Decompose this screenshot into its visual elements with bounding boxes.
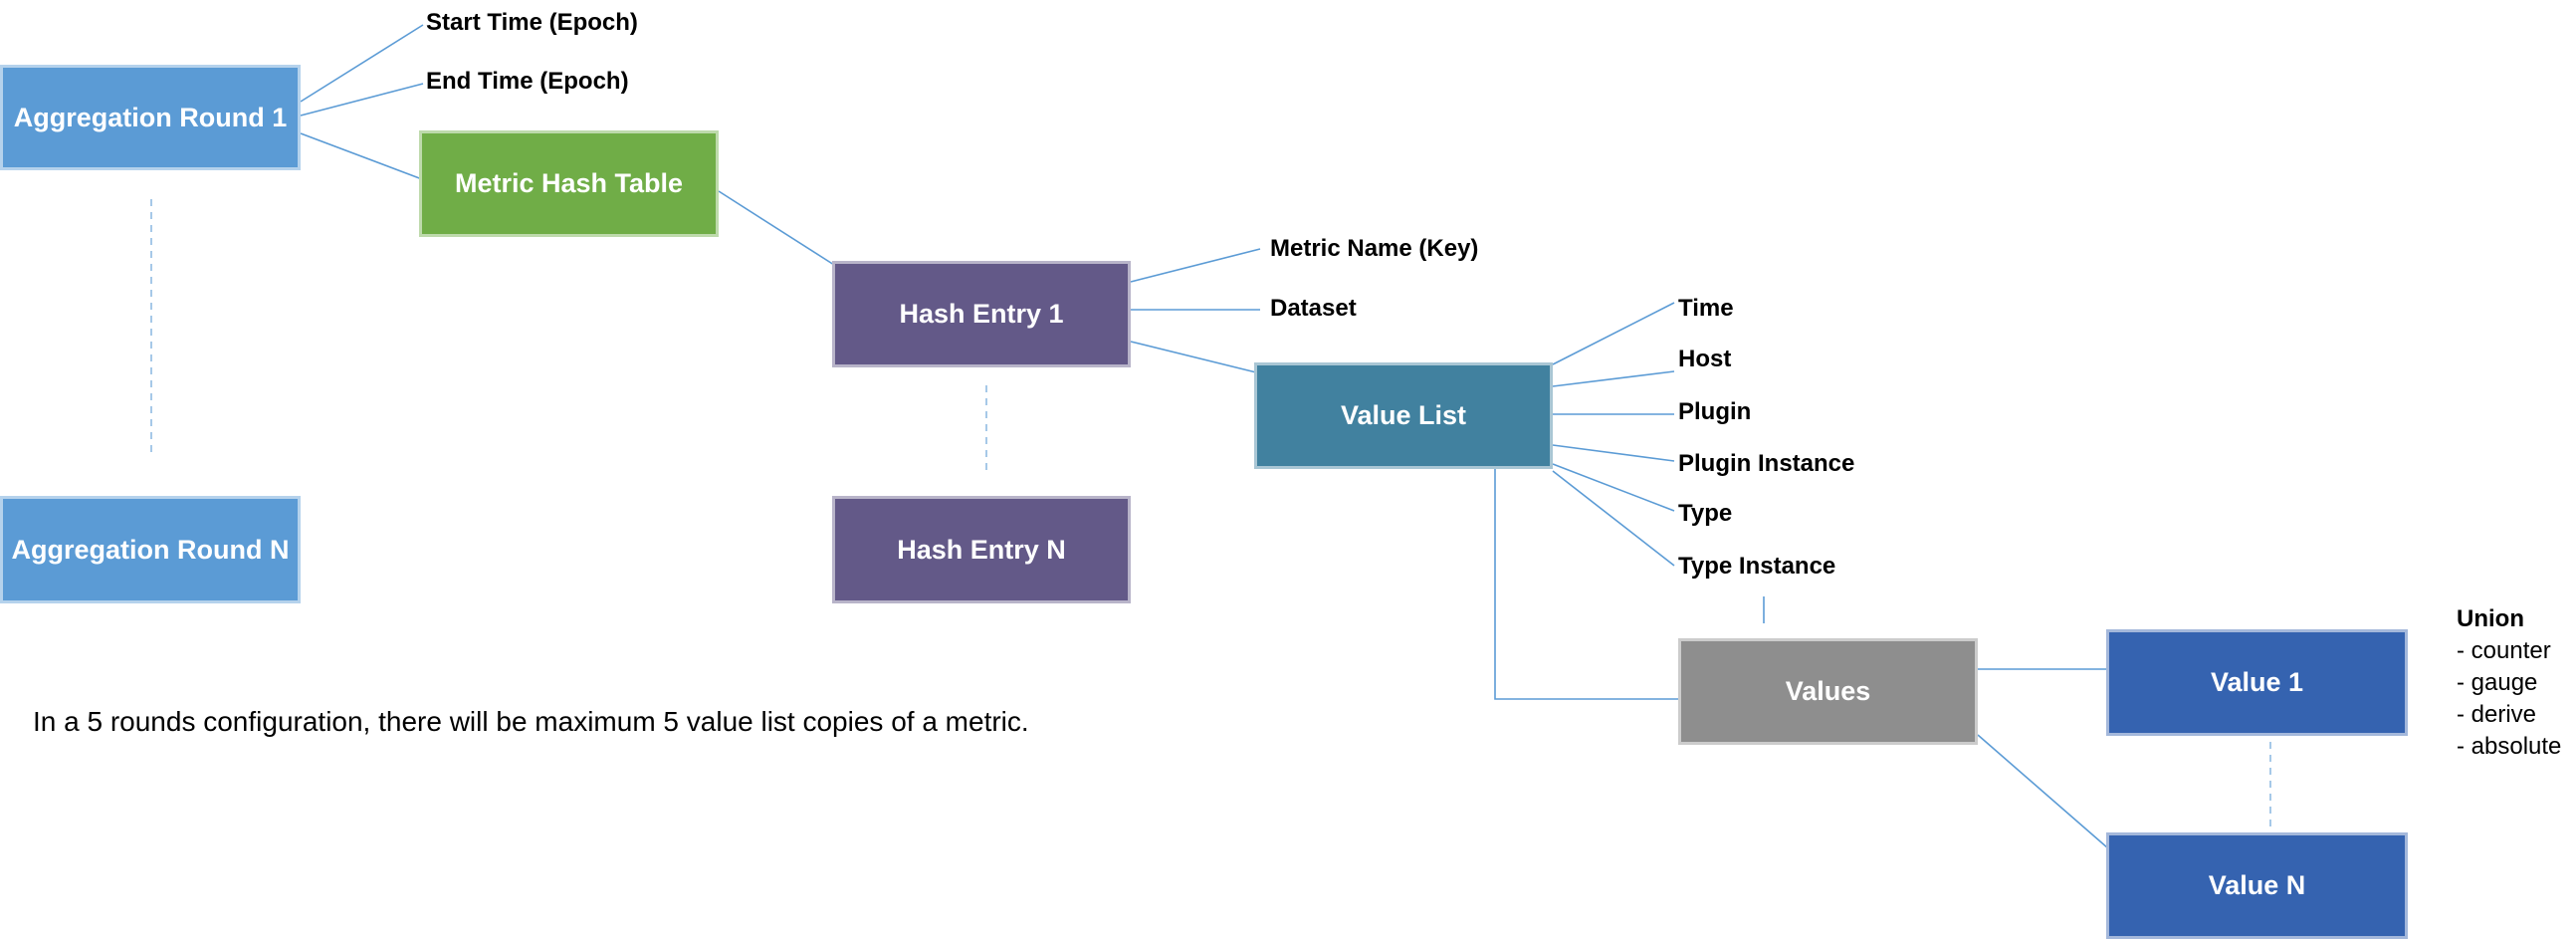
metric-hash-table-node: Metric Hash Table (419, 130, 719, 237)
time-label: Time (1678, 295, 1734, 322)
connector-round1-end-time (300, 83, 424, 117)
values-node: Values (1678, 638, 1978, 745)
hash-entry-n-label: Hash Entry N (897, 534, 1066, 565)
value-1-node: Value 1 (2106, 629, 2408, 736)
connector-value-list-time (1552, 302, 1675, 365)
type-label: Type (1678, 500, 1733, 527)
union-item-absolute: - absolute (2457, 733, 2562, 760)
union-annotation: Union - counter - gauge - derive - absol… (2457, 603, 2561, 763)
connector-values-valuen (1977, 734, 2109, 849)
configuration-note: In a 5 rounds configuration, there will … (33, 706, 1029, 737)
value-list-label: Value List (1340, 400, 1467, 430)
values-label: Values (1785, 676, 1871, 706)
aggregation-round-1-node: Aggregation Round 1 (0, 65, 301, 170)
connector-value-list-type-instance (1552, 470, 1675, 567)
connector-value-list-plugin-instance (1552, 444, 1675, 462)
plugin-label: Plugin (1678, 398, 1752, 425)
hash-entry-n-node: Hash Entry N (832, 496, 1131, 603)
union-item-gauge: - gauge (2457, 669, 2538, 696)
value-n-node: Value N (2106, 832, 2408, 939)
metric-hash-table-label: Metric Hash Table (454, 168, 684, 198)
hash-entry-1-label: Hash Entry 1 (899, 299, 1064, 329)
dataset-label: Dataset (1270, 295, 1357, 322)
hash-entry-1-node: Hash Entry 1 (832, 261, 1131, 367)
value-1-label: Value 1 (2210, 667, 2304, 697)
start-time-label: Start Time (Epoch) (426, 9, 638, 36)
connector-value-list-host (1552, 370, 1675, 387)
connector-value-list-values (1494, 469, 1680, 700)
host-label: Host (1678, 346, 1732, 372)
connector-hash-table-entry1 (718, 190, 835, 266)
value-n-label: Value N (2208, 870, 2306, 900)
connector-round1-hash-table (300, 132, 423, 180)
union-item-counter: - counter (2457, 637, 2551, 664)
end-time-label: End Time (Epoch) (426, 68, 629, 95)
connector-entry1-value-list (1130, 341, 1257, 373)
type-instance-label: Type Instance (1678, 553, 1836, 580)
aggregation-round-n-label: Aggregation Round N (11, 534, 290, 565)
aggregation-round-1-label: Aggregation Round 1 (13, 102, 288, 132)
union-title: Union (2457, 605, 2524, 632)
connector-entry1-metric-name (1130, 248, 1261, 283)
union-item-derive: - derive (2457, 701, 2537, 728)
metric-name-label: Metric Name (Key) (1270, 235, 1479, 262)
connector-value-list-type (1552, 463, 1675, 512)
plugin-instance-label: Plugin Instance (1678, 450, 1855, 477)
aggregation-round-n-node: Aggregation Round N (0, 496, 301, 603)
value-list-node: Value List (1254, 362, 1553, 469)
connector-round1-start-time (300, 24, 424, 103)
